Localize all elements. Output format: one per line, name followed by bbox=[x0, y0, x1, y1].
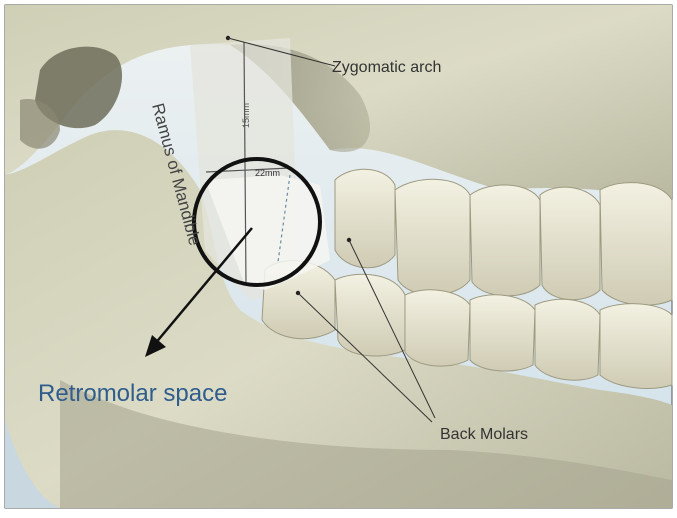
retromolar-space-label: Retromolar space bbox=[38, 380, 227, 407]
back-molars-label: Back Molars bbox=[440, 426, 528, 443]
measure-horizontal-label: 22mm bbox=[255, 168, 280, 178]
zygomatic-arch-label: Zygomatic arch bbox=[332, 59, 441, 76]
measure-vertical-label: 15mm bbox=[241, 103, 251, 128]
